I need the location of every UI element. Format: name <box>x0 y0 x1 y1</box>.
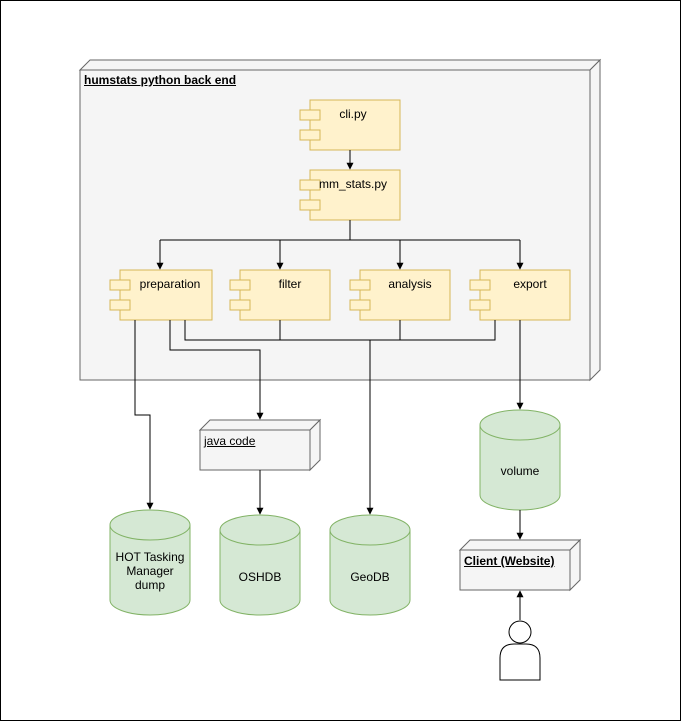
component-export[interactable] <box>469 269 571 321</box>
backend-node-label: humstats python back end <box>84 73 237 87</box>
edge-preparation-to-hottm <box>134 320 154 510</box>
component-filter-label: filter <box>278 277 302 291</box>
database-hot-tm[interactable] <box>109 509 191 616</box>
edge-bus-to-geodb <box>184 320 496 514</box>
database-hot-tm-label: HOT Tasking Manager dump <box>115 550 185 592</box>
component-cli[interactable] <box>299 99 401 151</box>
database-oshdb-label: OSHDB <box>238 570 282 584</box>
database-geodb[interactable] <box>329 514 411 616</box>
component-export-label: export <box>513 277 547 291</box>
java-code-node-label: java code <box>204 434 256 448</box>
backend-node-top <box>78 59 602 71</box>
component-preparation[interactable] <box>109 269 213 321</box>
client-node[interactable] <box>458 538 582 592</box>
component-mm-stats-label: mm_stats.py <box>318 177 388 191</box>
component-mm-stats[interactable] <box>299 169 401 221</box>
edge-mmstats-branch <box>160 220 520 241</box>
user-actor-icon <box>499 620 541 681</box>
component-cli-label: cli.py <box>339 107 367 121</box>
component-preparation-label: preparation <box>139 277 201 291</box>
database-volume[interactable] <box>479 409 561 511</box>
database-volume-label: volume <box>500 464 540 478</box>
edge-preparation-to-java <box>169 320 264 420</box>
backend-node-side <box>589 58 601 382</box>
component-analysis-label: analysis <box>388 277 432 291</box>
database-oshdb[interactable] <box>219 514 301 616</box>
component-analysis[interactable] <box>349 269 451 321</box>
java-code-node[interactable] <box>198 418 322 472</box>
client-node-label: Client (Website) <box>464 554 555 568</box>
database-geodb-label: GeoDB <box>350 570 390 584</box>
component-filter[interactable] <box>229 269 331 321</box>
